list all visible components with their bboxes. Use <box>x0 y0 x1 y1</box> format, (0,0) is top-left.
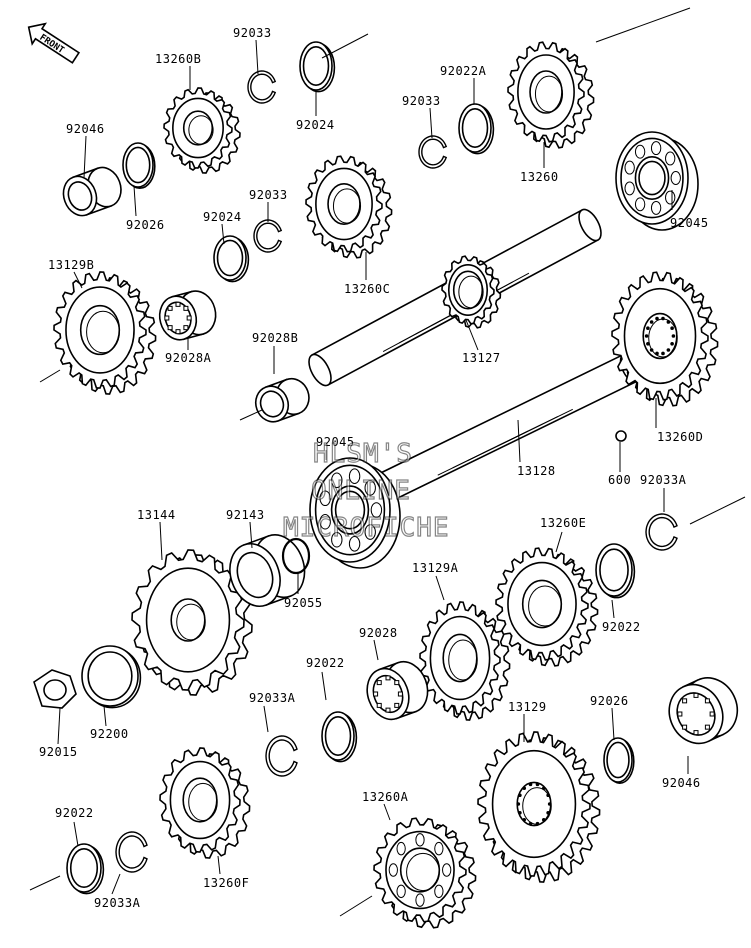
part-label-92024[interactable]: 92024 <box>203 210 242 224</box>
gear-13260e <box>495 547 599 667</box>
part-label-13127[interactable]: 13127 <box>462 351 501 365</box>
part-label-92028[interactable]: 92028 <box>359 626 398 640</box>
circlip-92033-top <box>247 70 277 104</box>
gear-13260c <box>305 155 393 259</box>
o-ring-92055 <box>281 537 311 575</box>
washer-92022a <box>458 103 495 155</box>
part-label-13129b[interactable]: 13129B <box>48 258 95 272</box>
circlip-92033-mid <box>418 135 448 169</box>
bushing-92028 <box>366 660 429 721</box>
bearing-92045-top <box>615 131 699 231</box>
part-label-92026[interactable]: 92026 <box>126 218 165 232</box>
gear-13260a <box>373 817 477 929</box>
part-label-92033[interactable]: 92033 <box>233 26 272 40</box>
part-label-92033[interactable]: 92033 <box>249 188 288 202</box>
front-direction-arrow-icon: FRONT <box>27 22 81 64</box>
gear-13260b <box>163 87 241 174</box>
part-label-13260d[interactable]: 13260D <box>657 430 704 444</box>
bushing-92028b <box>254 377 310 423</box>
gear-13260d <box>611 271 719 407</box>
part-label-92022[interactable]: 92022 <box>55 806 94 820</box>
gear-13144 <box>131 549 253 696</box>
washer-92024-upper <box>213 235 250 283</box>
gear-13260 <box>507 41 595 149</box>
part-label-13260f[interactable]: 13260F <box>203 876 250 890</box>
washer-92022-mid <box>321 711 358 763</box>
part-label-92045[interactable]: 92045 <box>316 435 355 449</box>
part-label-13260c[interactable]: 13260C <box>344 282 391 296</box>
part-label-92033[interactable]: 92033 <box>402 94 441 108</box>
part-label-92028b[interactable]: 92028B <box>252 331 299 345</box>
washer-92024-top <box>299 41 336 93</box>
circlip-92033a-bottom <box>115 831 148 873</box>
bushing-92028a <box>158 290 217 341</box>
part-label-600[interactable]: 600 <box>608 473 632 487</box>
circlip-92033-upper <box>253 219 283 253</box>
part-label-13128[interactable]: 13128 <box>517 464 556 478</box>
washer-92200 <box>81 645 142 709</box>
part-label-92045[interactable]: 92045 <box>670 216 709 230</box>
part-label-92055[interactable]: 92055 <box>284 596 323 610</box>
circlip-92033a-right <box>645 513 678 551</box>
part-label-92033a[interactable]: 92033A <box>249 691 296 705</box>
washer-92022-right <box>595 543 636 599</box>
washer-92026-bottom <box>603 737 635 785</box>
part-label-13129a[interactable]: 13129A <box>412 561 459 575</box>
part-label-92022[interactable]: 92022 <box>602 620 641 634</box>
watermark-line-1: HLSM'S <box>312 439 413 469</box>
part-label-13260a[interactable]: 13260A <box>362 790 409 804</box>
part-label-92046[interactable]: 92046 <box>662 776 701 790</box>
gear-13129a <box>419 601 511 721</box>
part-label-92022a[interactable]: 92022A <box>440 64 487 78</box>
ball-600 <box>615 430 627 442</box>
part-label-92143[interactable]: 92143 <box>226 508 265 522</box>
washer-92026-top <box>122 142 156 189</box>
part-label-92015[interactable]: 92015 <box>39 745 78 759</box>
part-label-92022[interactable]: 92022 <box>306 656 345 670</box>
part-label-92024[interactable]: 92024 <box>296 118 335 132</box>
gear-13129 <box>477 731 601 883</box>
washer-92022-bottom <box>66 843 105 895</box>
part-label-92026[interactable]: 92026 <box>590 694 629 708</box>
watermark-line-3: MICROFICHE <box>282 513 450 543</box>
part-label-92033a[interactable]: 92033A <box>94 896 141 910</box>
part-label-13260b[interactable]: 13260B <box>155 52 202 66</box>
part-label-92033a[interactable]: 92033A <box>640 473 687 487</box>
bearing-92045-mid <box>309 457 401 569</box>
part-label-92046[interactable]: 92046 <box>66 122 105 136</box>
part-label-92200[interactable]: 92200 <box>90 727 129 741</box>
part-label-92028a[interactable]: 92028A <box>165 351 212 365</box>
watermark-line-2: ONLINE <box>310 476 411 506</box>
part-label-13129[interactable]: 13129 <box>508 700 547 714</box>
collar-92143 <box>229 534 306 607</box>
part-label-13260[interactable]: 13260 <box>520 170 559 184</box>
collar-92046-bottom <box>668 677 739 745</box>
gear-13127 <box>441 255 502 329</box>
circlip-92033a-mid <box>265 735 298 777</box>
part-label-13144[interactable]: 13144 <box>137 508 176 522</box>
gear-13260f <box>159 747 251 859</box>
gear-13129b <box>53 271 157 395</box>
part-label-13260e[interactable]: 13260E <box>540 516 587 530</box>
collar-92046-top <box>62 166 122 217</box>
